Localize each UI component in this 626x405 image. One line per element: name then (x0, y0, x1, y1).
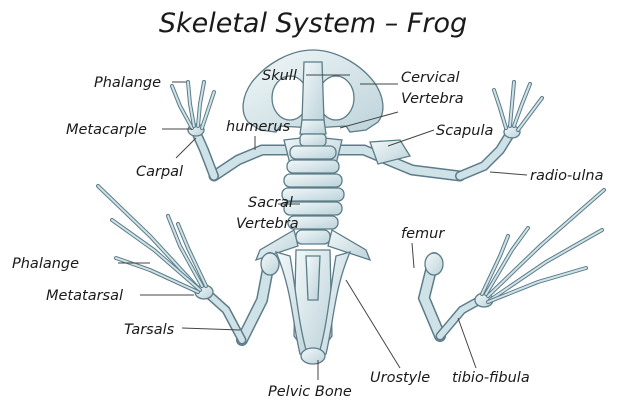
label-pelvic-bone: Pelvic Bone (268, 384, 352, 400)
label-humerus: humerus (226, 119, 291, 135)
label-metatarsal: Metatarsal (46, 288, 123, 304)
right-hindlimb (417, 188, 606, 342)
label-radio-ulna: radio-ulna (530, 168, 603, 184)
label-sacral: Sacral (248, 195, 293, 211)
frog-skeleton (96, 49, 606, 365)
label-urostyle: Urostyle (370, 370, 430, 386)
leader-lines (118, 74, 528, 380)
right-hand-fingers (492, 80, 544, 132)
labels: Skull Cervical Vertebra Phalange Metacar… (12, 68, 603, 400)
label-carpal: Carpal (136, 164, 183, 180)
label-tarsals: Tarsals (124, 322, 175, 338)
pelvic-girdle (274, 249, 352, 365)
left-hand-fingers (170, 80, 216, 130)
right-foot-toes (480, 188, 606, 304)
label-cervical: Cervical (401, 70, 460, 86)
diagram-title: Skeletal System – Frog (159, 8, 467, 39)
vertebral-column (254, 133, 372, 262)
label-cervical-vertebra: Vertebra (401, 91, 464, 107)
label-femur: femur (401, 226, 445, 242)
label-scapula: Scapula (436, 123, 493, 139)
label-phalange-foot: Phalange (12, 256, 79, 272)
left-hindlimb (96, 184, 280, 346)
label-metacarple: Metacarple (66, 122, 147, 138)
label-tibio-fibula: tibio-fibula (452, 370, 530, 386)
left-foot-toes (96, 184, 208, 294)
label-skull: Skull (262, 68, 297, 84)
label-phalange-hand: Phalange (94, 75, 161, 91)
label-sacral-vertebra: Vertebra (236, 216, 299, 232)
skull-bone (242, 49, 384, 135)
